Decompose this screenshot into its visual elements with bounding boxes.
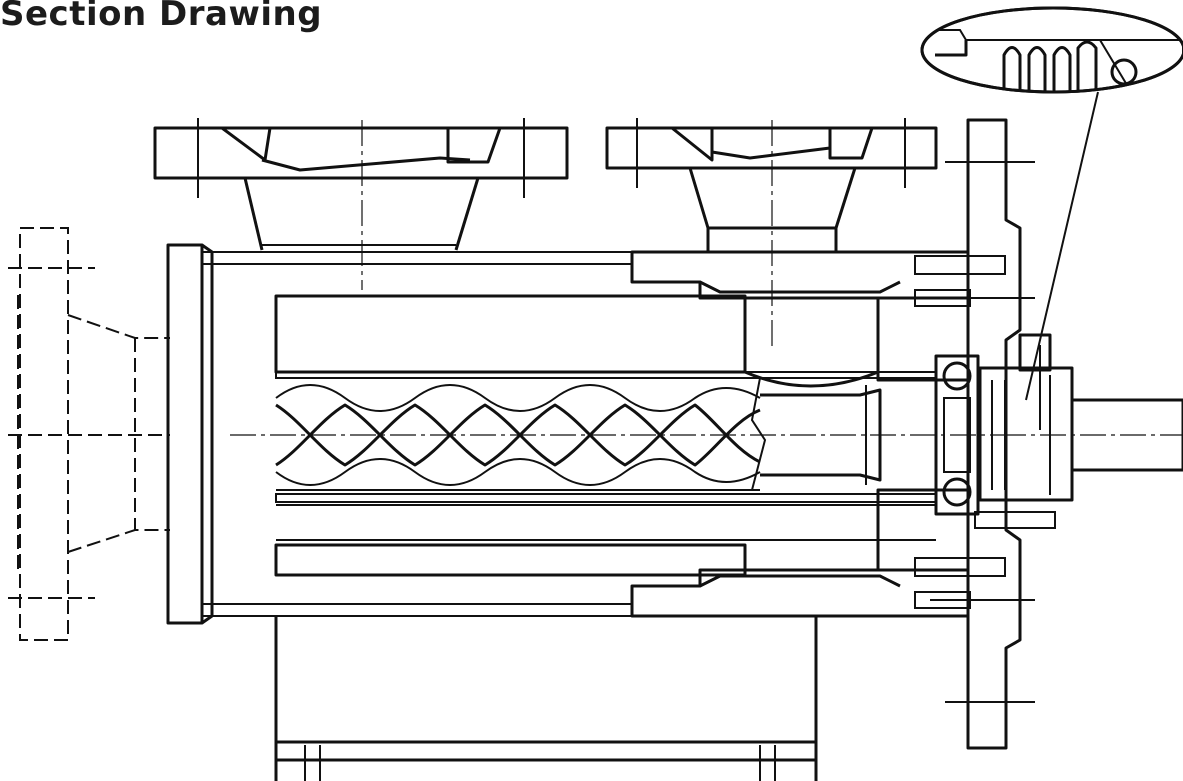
dashed-inlet-flange [8,227,170,641]
suction-flange [153,118,569,290]
screw-rotor [230,377,1000,491]
bolts [914,255,1056,609]
seal-detail-callout [920,6,1183,94]
discharge-port [743,120,880,388]
page-title: Section Drawing [0,0,323,34]
base-stand [274,616,818,781]
seal-housing [978,333,1074,502]
ball-bearing [934,354,980,516]
discharge-flange [605,118,938,254]
bearing-bracket [930,118,1035,750]
detail-leader [1025,91,1099,401]
end-cover [166,243,214,625]
pump-casing [201,250,970,618]
